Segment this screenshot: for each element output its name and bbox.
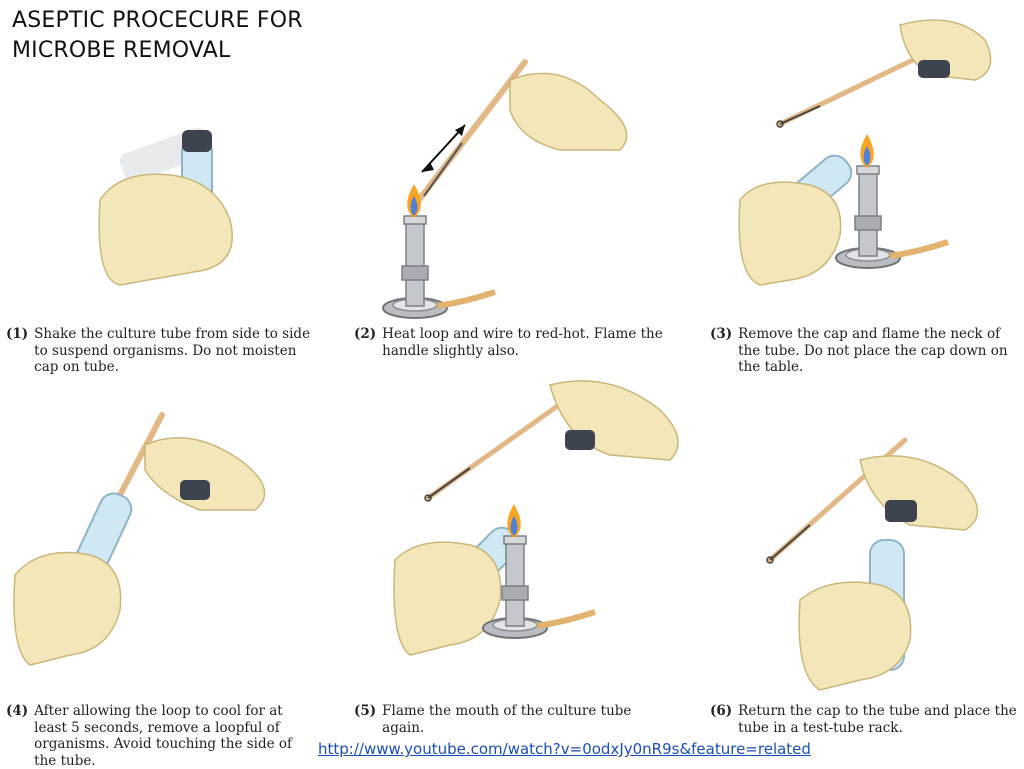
step-5-caption: (5) Flame the mouth of the culture tube … — [354, 703, 654, 736]
step-2-number: (2) — [354, 326, 377, 342]
step-4-number: (4) — [6, 703, 29, 719]
step-5-text: Flame the mouth of the culture tube agai… — [382, 703, 632, 736]
step-4-text: After allowing the loop to cool for at l… — [34, 703, 293, 769]
step-1-text: Shake the culture tube from side to side… — [34, 326, 311, 375]
step-3-caption: (3) Remove the cap and flame the neck of… — [710, 326, 1018, 376]
step-2-caption: (2) Heat loop and wire to red-hot. Flame… — [354, 326, 674, 359]
step-5-illustration — [393, 380, 679, 656]
step-4-illustration — [13, 412, 266, 666]
step-1-caption: (1) Shake the culture tube from side to … — [6, 326, 316, 376]
step-3-illustration — [738, 19, 992, 286]
title-line-1: ASEPTIC PROCECURE FOR — [12, 8, 303, 33]
step-3-text: Remove the cap and flame the neck of the… — [738, 326, 1008, 375]
step-2-illustration — [383, 59, 628, 318]
step-1-number: (1) — [6, 326, 29, 342]
step-6-caption: (6) Return the cap to the tube and place… — [710, 703, 1018, 736]
step-4-caption: (4) After allowing the loop to cool for … — [6, 703, 311, 769]
page-title: ASEPTIC PROCECURE FOR MICROBE REMOVAL — [12, 6, 372, 66]
step-6-illustration — [766, 437, 979, 691]
step-5-number: (5) — [354, 703, 377, 719]
step-6-text: Return the cap to the tube and place the… — [738, 703, 1017, 736]
title-line-2: MICROBE REMOVAL — [12, 38, 231, 63]
step-1-illustration — [98, 127, 233, 286]
step-2-text: Heat loop and wire to red-hot. Flame the… — [382, 326, 663, 359]
youtube-link[interactable]: http://www.youtube.com/watch?v=0odxJy0nR… — [318, 740, 811, 758]
step-3-number: (3) — [710, 326, 733, 342]
step-6-number: (6) — [710, 703, 733, 719]
